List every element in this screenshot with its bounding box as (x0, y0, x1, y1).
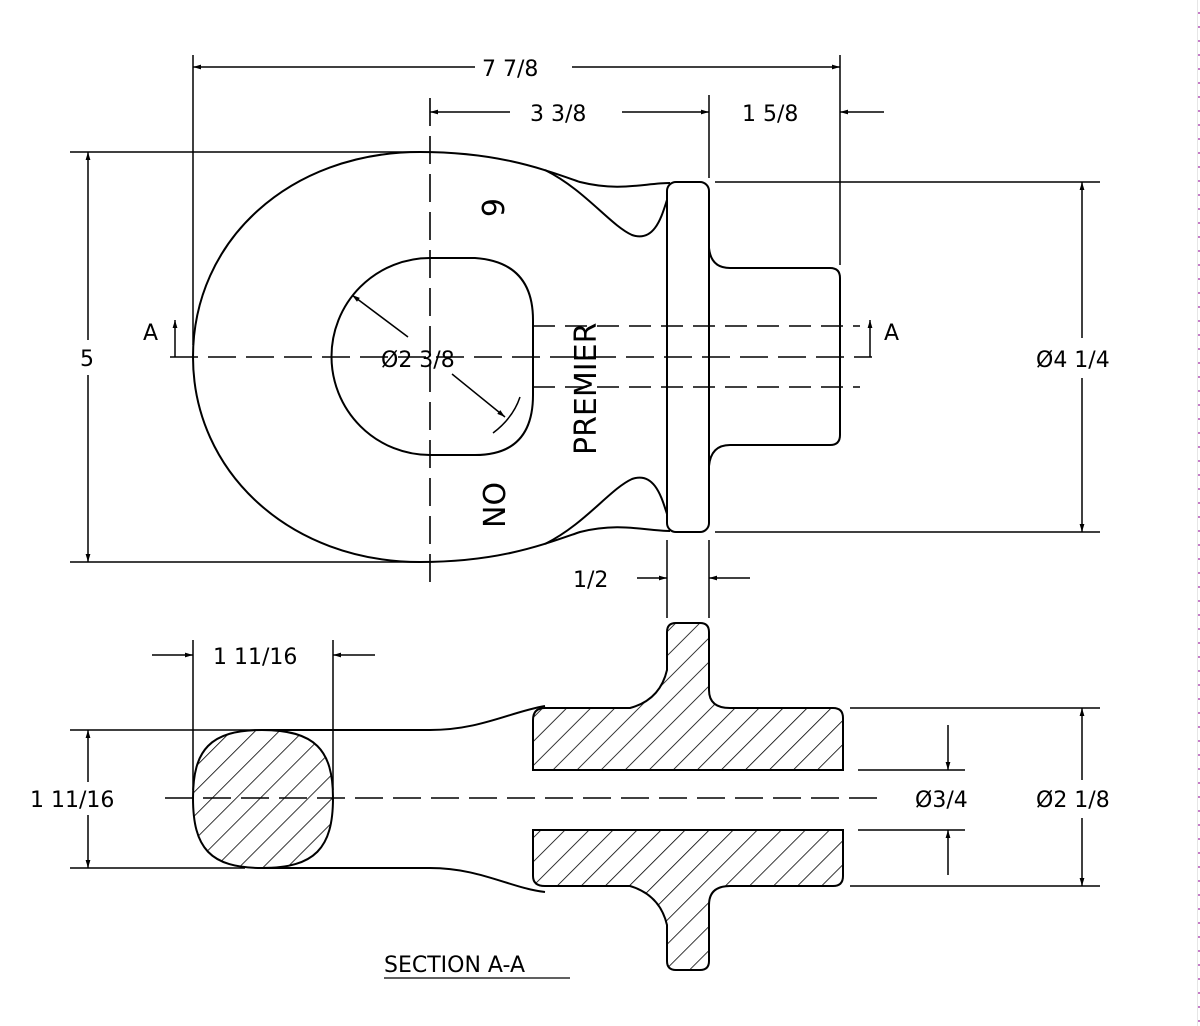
dim-flange-thickness: 1/2 (573, 568, 608, 593)
dim-hole-to-flange: 3 3/8 (530, 102, 586, 127)
dim-bore-diameter: Ø3/4 (915, 788, 968, 813)
sheet-border (1197, 0, 1200, 1026)
engraving-number: 6 (474, 198, 509, 217)
dim-hub-diameter: Ø2 1/8 (1036, 788, 1110, 813)
eye-section (191, 728, 335, 870)
neck-lower-fillet (544, 476, 668, 545)
dim-hub-length: 1 5/8 (742, 102, 798, 127)
neck-upper-fillet (544, 169, 668, 238)
engraving-no: NO (478, 482, 513, 528)
dim-overall-length: 7 7/8 (482, 57, 538, 82)
section-view: 1 11/16 1 11/16 Ø3/4 Ø2 1/8 SECTION A-A (30, 622, 1110, 979)
section-marker-left: A (143, 321, 158, 346)
dim-eye-height: 1 11/16 (30, 788, 114, 813)
dim-hole-diameter: Ø2 3/8 (381, 348, 455, 373)
dim-flange-diameter: Ø4 1/4 (1036, 348, 1110, 373)
neck-upper (419, 151, 671, 188)
neck-upper-section (262, 705, 546, 731)
neck-lower-section (262, 867, 546, 893)
hub-section-lower (532, 829, 844, 971)
eye-hole (330, 257, 534, 456)
dim-height: 5 (80, 347, 94, 372)
neck-lower (419, 526, 671, 563)
dim-eye-width: 1 11/16 (213, 645, 297, 670)
section-title: SECTION A-A (384, 953, 525, 978)
hub-section-upper (532, 622, 844, 771)
engraving-premier: PREMIER (569, 323, 604, 455)
top-view: PREMIER NO 6 A A 7 7/8 3 3/8 1 5/8 5 Ø2 … (70, 55, 1110, 618)
section-marker-right: A (884, 321, 899, 346)
